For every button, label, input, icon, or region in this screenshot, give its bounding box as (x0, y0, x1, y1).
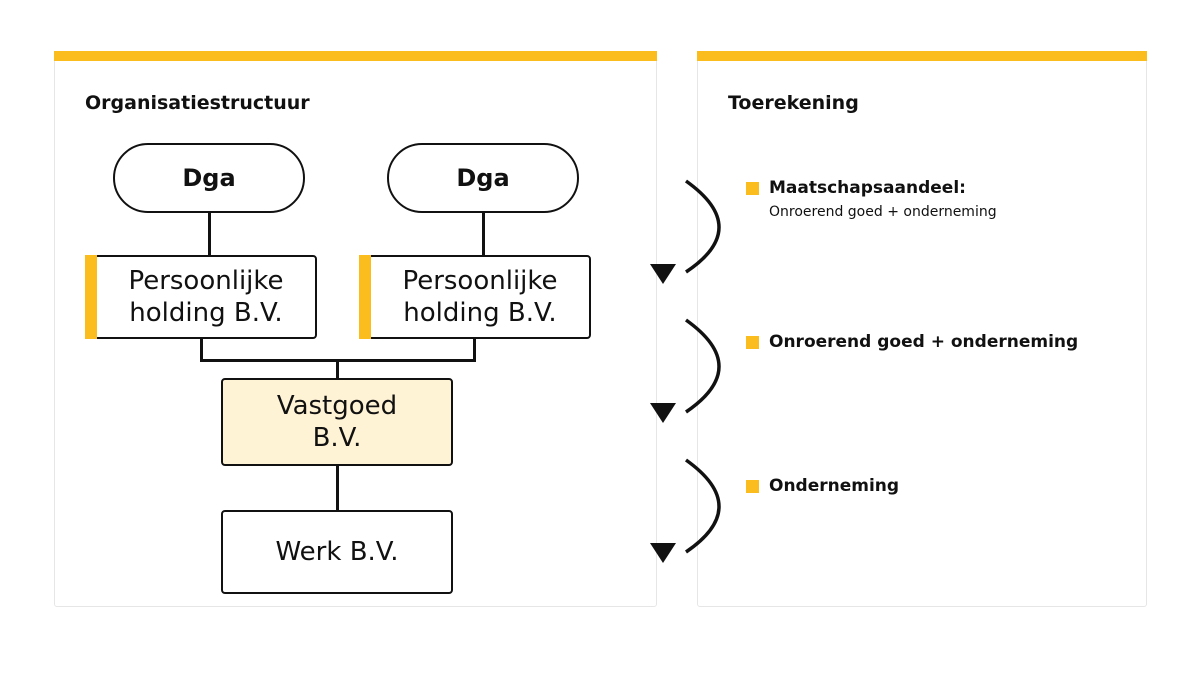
shareholder-dga-1: Dga (113, 143, 305, 213)
curved-arrow-3 (650, 458, 721, 563)
connector-to-vastgoed (336, 359, 339, 380)
curved-arrow-2 (650, 318, 721, 423)
allocation-label: Onroerend goed + onderneming (769, 332, 1079, 352)
connector-holding-2 (473, 338, 476, 362)
holding-accent (85, 255, 97, 339)
panel-accent-bar (54, 51, 657, 61)
holding-box-1: Persoonlijke holding B.V. (85, 255, 317, 339)
allocation-label: Maatschapsaandeel: (769, 178, 966, 198)
allocation-label: Onderneming (769, 476, 900, 496)
allocation-panel: Toerekening (697, 51, 1147, 607)
werk-box: Werk B.V. (221, 510, 453, 594)
connector-dga-1 (208, 213, 211, 257)
holding-accent (359, 255, 371, 339)
allocation-sub: Onroerend goed + onderneming (769, 204, 997, 220)
bullet-square (746, 182, 759, 195)
connector-vastgoed-werk (336, 465, 339, 512)
connector-dga-2 (482, 213, 485, 257)
panel-accent-bar (697, 51, 1147, 61)
bullet-square (746, 480, 759, 493)
bullet-square (746, 336, 759, 349)
holding-label: Persoonlijke holding B.V. (128, 266, 284, 328)
panel-title: Toerekening (728, 92, 859, 114)
holding-box-2: Persoonlijke holding B.V. (359, 255, 591, 339)
panel-title: Organisatiestructuur (85, 92, 310, 114)
werk-label: Werk B.V. (275, 537, 399, 567)
holding-label: Persoonlijke holding B.V. (402, 266, 558, 328)
shareholder-dga-2: Dga (387, 143, 579, 213)
vastgoed-box: Vastgoed B.V. (221, 378, 453, 466)
curved-arrow-1 (650, 179, 721, 284)
vastgoed-label: Vastgoed B.V. (276, 391, 398, 453)
connector-holding-1 (200, 338, 203, 362)
